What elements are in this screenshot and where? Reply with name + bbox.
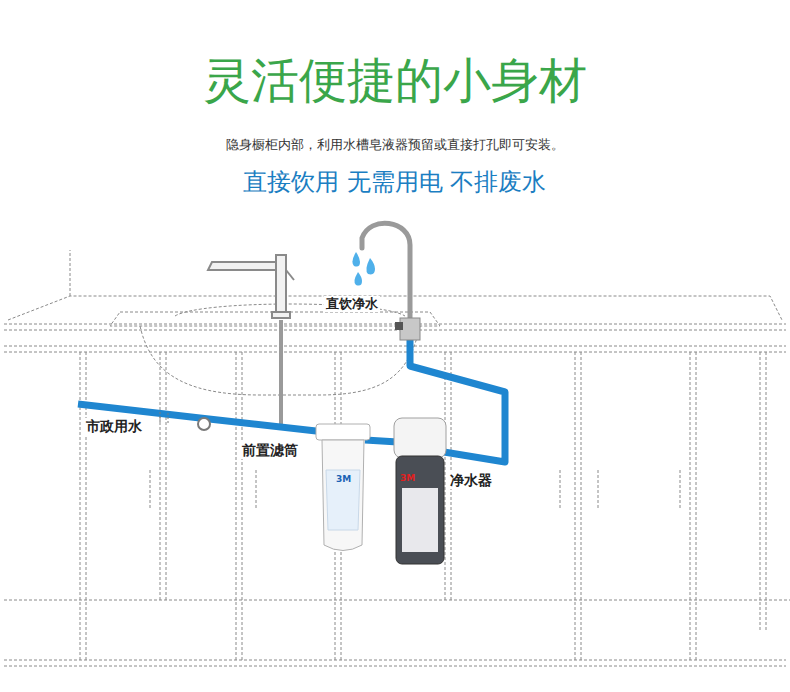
purifier: [394, 418, 446, 564]
pre-filter: [316, 424, 370, 551]
purifier-label: 净水器: [448, 472, 494, 489]
brand-mark: 3M: [336, 474, 351, 485]
subtitle-note: 隐身橱柜内部，利用水槽皂液器预留或直接打孔即可安装。: [226, 137, 564, 153]
valve: [198, 418, 210, 430]
faucet-handle: [395, 322, 403, 330]
feature-line: 直接饮用 无需用电 不排废水: [243, 168, 546, 197]
prefilter-label: 前置滤筒: [240, 442, 300, 459]
water-drops: [352, 252, 375, 286]
pipe-joint: [160, 412, 168, 423]
brand-mark: 3M: [400, 473, 415, 484]
kitchen-faucet: [208, 255, 294, 318]
supply-pipe: [279, 320, 283, 430]
faucet-label: 直饮净水: [324, 296, 380, 312]
water-pipe: [78, 340, 505, 462]
cabinet-outline: [4, 250, 790, 666]
inlet-label: 市政用水: [84, 418, 144, 435]
page-title: 灵活便捷的小身材: [203, 52, 587, 110]
